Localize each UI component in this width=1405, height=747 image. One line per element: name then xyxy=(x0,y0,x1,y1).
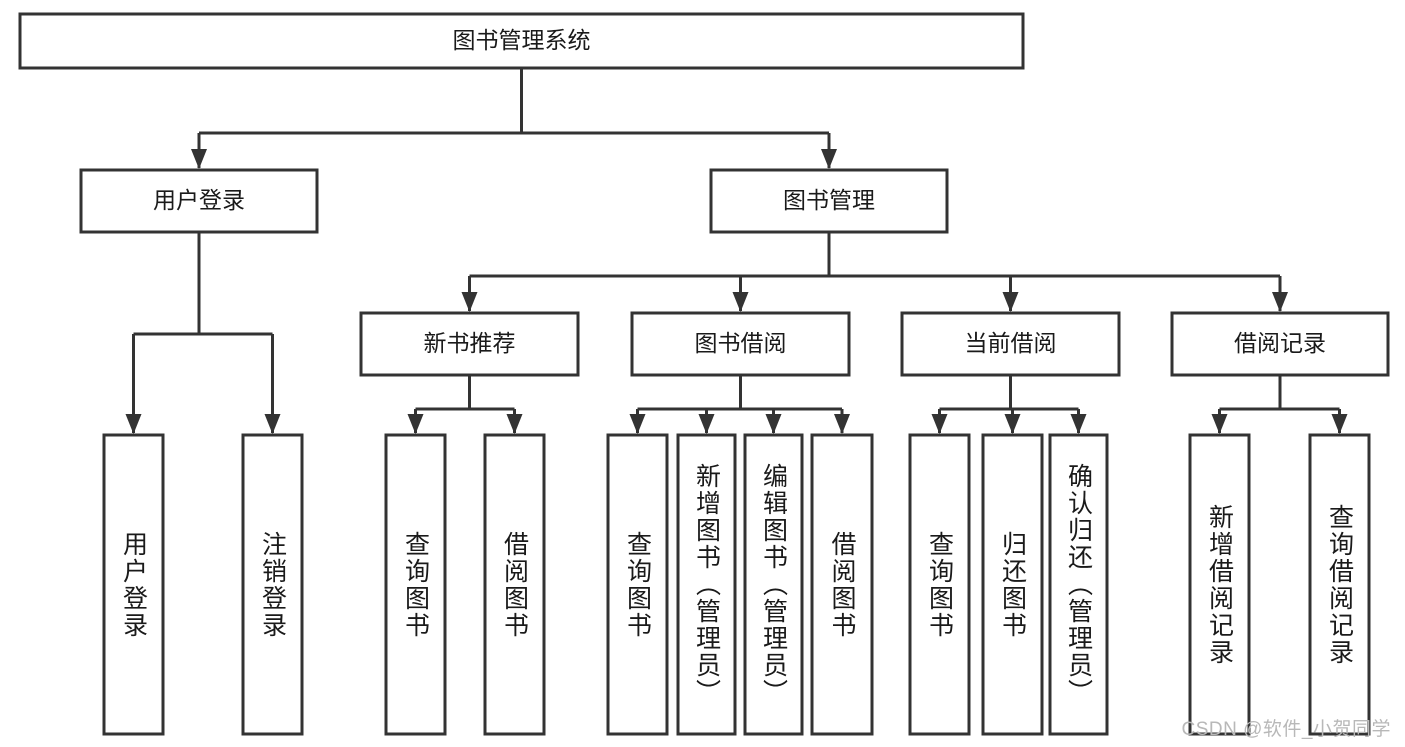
arrow-head-icon xyxy=(629,414,646,434)
node-box-leaf-8[interactable] xyxy=(908,433,971,736)
arrow-head-icon xyxy=(765,414,782,434)
arrow-head-icon xyxy=(407,414,424,434)
node-leaf-7[interactable]: 借阅图书 xyxy=(812,435,872,734)
node-box-leaf-4[interactable] xyxy=(606,433,669,736)
node-leaf-0[interactable]: 用户登录 xyxy=(104,435,163,734)
node-box-leaf-0[interactable] xyxy=(102,433,165,736)
node-leaf-11[interactable]: 新增借阅记录 xyxy=(1190,435,1249,734)
node-label-leaf-11: 新增借阅记录 xyxy=(1205,503,1234,666)
arrow-head-icon xyxy=(264,414,281,434)
arrow-head-icon xyxy=(1211,414,1228,434)
arrow-head-icon xyxy=(125,414,142,434)
node-leaf-3[interactable]: 借阅图书 xyxy=(485,435,544,734)
node-leaf-5[interactable]: 新增图书（管理员） xyxy=(678,435,735,734)
node-leaf-10[interactable]: 确认归还（管理员） xyxy=(1050,435,1107,734)
arrow-head-icon xyxy=(461,292,478,312)
node-leaf-12[interactable]: 查询借阅记录 xyxy=(1310,435,1369,734)
node-box-leaf-7[interactable] xyxy=(810,433,874,736)
node-box-leaf-3[interactable] xyxy=(483,433,546,736)
node-label-leaf-4: 查询图书 xyxy=(623,530,652,639)
arrow-head-icon xyxy=(1070,414,1087,434)
node-label-leaf-7: 借阅图书 xyxy=(828,530,856,639)
node-leaf-8[interactable]: 查询图书 xyxy=(910,435,969,734)
arrow-head-icon xyxy=(1331,414,1348,434)
node-label-level3-2: 当前借阅 xyxy=(965,330,1057,356)
node-label-leaf-12: 查询借阅记录 xyxy=(1325,503,1354,666)
node-leaf-2[interactable]: 查询图书 xyxy=(386,435,445,734)
node-label-level2-0: 用户登录 xyxy=(153,187,245,213)
node-box-level3-2[interactable] xyxy=(900,311,1121,377)
arrow-head-icon xyxy=(191,149,207,169)
boxes-layer xyxy=(18,12,1390,736)
node-box-level2-0[interactable] xyxy=(79,168,319,234)
edges-layer xyxy=(125,68,1348,434)
arrow-head-icon xyxy=(1272,292,1288,312)
node-label-level2-1: 图书管理 xyxy=(783,187,875,213)
node-label-leaf-6: 编辑图书（管理员） xyxy=(759,463,788,706)
node-box-level3-1[interactable] xyxy=(630,311,851,377)
node-box-leaf-2[interactable] xyxy=(384,433,447,736)
node-label-level3-0: 新书推荐 xyxy=(424,330,516,356)
arrow-head-icon xyxy=(834,414,850,434)
node-box-leaf-5[interactable] xyxy=(676,433,737,736)
node-label-leaf-10: 确认归还（管理员） xyxy=(1064,463,1093,706)
arrow-head-icon xyxy=(506,414,523,434)
node-box-level3-0[interactable] xyxy=(359,311,580,377)
node-box-root[interactable] xyxy=(18,12,1025,70)
node-box-level2-1[interactable] xyxy=(709,168,949,234)
arrow-head-icon xyxy=(698,414,715,434)
node-box-leaf-9[interactable] xyxy=(981,433,1044,736)
node-leaf-9[interactable]: 归还图书 xyxy=(983,435,1042,734)
node-box-leaf-12[interactable] xyxy=(1308,433,1371,736)
node-leaf-6[interactable]: 编辑图书（管理员） xyxy=(745,435,802,734)
node-label-leaf-5: 新增图书（管理员） xyxy=(692,463,721,706)
node-label-level3-3: 借阅记录 xyxy=(1234,330,1326,356)
node-label-leaf-2: 查询图书 xyxy=(401,530,430,639)
node-leaf-4[interactable]: 查询图书 xyxy=(608,435,667,734)
node-leaf-1[interactable]: 注销登录 xyxy=(243,435,302,734)
node-box-leaf-11[interactable] xyxy=(1188,433,1251,736)
node-label-level3-1: 图书借阅 xyxy=(695,330,787,356)
arrow-head-icon xyxy=(732,292,749,312)
node-label-root: 图书管理系统 xyxy=(453,27,591,53)
arrow-head-icon xyxy=(931,414,948,434)
node-label-leaf-1: 注销登录 xyxy=(258,530,287,639)
node-label-leaf-0: 用户登录 xyxy=(119,530,148,639)
node-box-leaf-6[interactable] xyxy=(743,433,804,736)
node-box-level3-3[interactable] xyxy=(1170,311,1390,377)
node-box-leaf-1[interactable] xyxy=(241,433,304,736)
arrow-head-icon xyxy=(1002,292,1019,312)
arrow-head-icon xyxy=(821,149,837,169)
arrow-head-icon xyxy=(1004,414,1021,434)
node-label-leaf-9: 归还图书 xyxy=(998,530,1027,639)
node-box-leaf-10[interactable] xyxy=(1048,433,1109,736)
node-label-leaf-3: 借阅图书 xyxy=(500,530,529,639)
node-label-leaf-8: 查询图书 xyxy=(925,530,954,639)
